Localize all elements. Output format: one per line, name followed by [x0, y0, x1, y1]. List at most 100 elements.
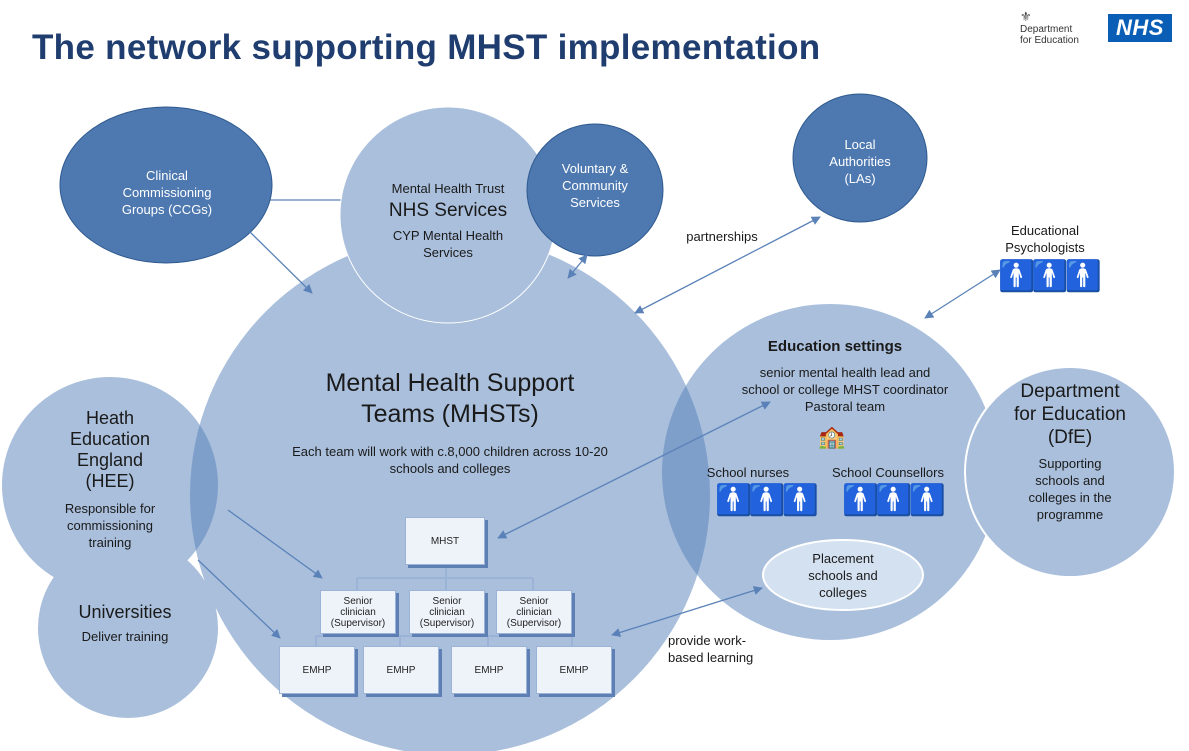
education-roles: senior mental health lead and school or … — [715, 364, 975, 415]
work-based-label: provide work- based learning — [668, 632, 788, 666]
education-circle — [662, 304, 998, 640]
senior-l2: clinician — [340, 606, 376, 618]
emhp-box: EMHP — [536, 646, 612, 694]
cyp-line2: Services — [423, 245, 473, 260]
senior-l3: (Supervisor) — [330, 617, 386, 629]
ccg-line3: Groups (CCGs) — [121, 202, 213, 217]
school-counsellors-label: School Counsellors — [831, 465, 944, 480]
person-icon: 🚹 — [715, 484, 752, 517]
dfe-desc2: schools and — [1035, 473, 1105, 488]
ed-psych-line2: Psychologists — [1005, 240, 1085, 255]
senior-l1: Senior — [519, 595, 549, 607]
hee-description: Responsible for commissioning training — [45, 500, 175, 551]
hee-title: Heath Education England (HEE) — [45, 408, 175, 492]
placement-ellipse — [762, 539, 924, 611]
education-line3: Pastoral team — [804, 399, 886, 414]
ccg-arrow — [249, 231, 313, 294]
nurses-person-group: 🚹🚹🚹 — [715, 484, 819, 517]
hee-line4: (HEE) — [85, 471, 135, 491]
partnerships-label: partnerships — [686, 229, 758, 244]
senior-l3: (Supervisor) — [419, 617, 475, 629]
hee-circle — [2, 377, 218, 593]
work-based-line2: based learning — [668, 650, 754, 665]
nhs-logo: NHS — [1108, 14, 1172, 42]
emhp-box: EMHP — [279, 646, 355, 694]
universities-title: Universities — [78, 602, 172, 622]
mhst-desc-line2: schools and colleges — [389, 461, 511, 476]
dfe-desc4: programme — [1036, 507, 1104, 522]
mhst-box: MHST — [405, 517, 485, 565]
senior-l2: clinician — [516, 606, 552, 618]
ed-psych-label: Educational Psychologists — [985, 222, 1105, 256]
person-icon: 🚹 — [781, 484, 819, 517]
dfe-logo-line2: for Education — [1020, 35, 1079, 46]
placement-label: Placement schools and colleges — [783, 550, 903, 601]
nhs-services-label: Mental Health Trust NHS Services CYP Men… — [358, 180, 538, 261]
la-line1: Local — [844, 137, 876, 152]
ccg-line1: Clinical — [146, 168, 188, 183]
voluntary-label: Voluntary & Community Services — [545, 160, 645, 211]
education-title: Education settings — [767, 338, 903, 355]
dfe-logo: ⚜ Department for Education — [1020, 10, 1100, 58]
universities-label: Universities Deliver training — [55, 600, 195, 645]
education-mhst-arrow — [497, 401, 771, 539]
hee-desc1: Responsible for — [64, 501, 156, 516]
senior-l2: clinician — [429, 606, 465, 618]
person-icon: 🚹 — [748, 484, 785, 517]
universities-desc: Deliver training — [81, 629, 169, 644]
dfe-desc3: colleges in the — [1028, 490, 1112, 505]
la-label: Local Authorities (LAs) — [810, 136, 910, 187]
emhp-box: EMHP — [451, 646, 527, 694]
senior-l1: Senior — [432, 595, 462, 607]
la-arrow — [634, 216, 821, 314]
person-icon: 🚹 — [875, 484, 912, 517]
ccg-label: Clinical Commissioning Groups (CCGs) — [112, 167, 222, 218]
education-line2: school or college MHST coordinator — [741, 382, 949, 397]
voluntary-line1: Voluntary & — [561, 161, 629, 176]
placement-line2: schools and — [808, 568, 878, 583]
placement-arrow — [611, 586, 763, 637]
dfe-title: Department for Education (DfE) — [1000, 380, 1140, 449]
placement-line1: Placement — [812, 551, 874, 566]
universities-arrow — [197, 559, 281, 639]
dfe-description: Supporting schools and colleges in the p… — [1010, 455, 1130, 523]
page-title: The network supporting MHST implementati… — [32, 28, 821, 67]
counsellors-person-group: 🚹🚹🚹 — [842, 484, 946, 517]
dfe-line3: (DfE) — [1047, 427, 1093, 448]
dfe-line2: for Education — [1014, 404, 1126, 425]
mhst-title-line1: Mental Health Support — [325, 369, 575, 397]
person-icon-group: 🚹🚹🚹 — [998, 260, 1102, 293]
cyp-line1: CYP Mental Health — [392, 228, 504, 243]
la-circle — [792, 93, 928, 223]
hee-line2: Education — [69, 429, 151, 449]
ed-psych-line1: Educational — [1011, 223, 1079, 238]
ccg-circle — [59, 106, 273, 264]
dfe-circle — [964, 366, 1176, 578]
universities-circle — [38, 538, 218, 718]
emhp-box: EMHP — [363, 646, 439, 694]
voluntary-line2: Community — [562, 178, 628, 193]
dfe-line1: Department — [1020, 381, 1120, 402]
hee-arrow — [227, 509, 323, 579]
senior-l1: Senior — [343, 595, 373, 607]
person-icon: 🚹 — [1064, 260, 1102, 293]
placement-line3: colleges — [819, 585, 867, 600]
voluntary-line3: Services — [570, 195, 620, 210]
dfe-logo-line1: Department — [1020, 24, 1073, 35]
school-nurses-label: School nurses — [706, 465, 790, 480]
hee-line1: Heath — [85, 408, 135, 428]
work-based-line1: provide work- — [668, 633, 747, 648]
hee-desc3: training — [88, 535, 132, 550]
edpsych-arrow — [924, 269, 1001, 319]
person-icon: 🚹 — [1031, 260, 1068, 293]
voluntary-circle — [526, 123, 664, 257]
crest-icon: ⚜ — [1020, 9, 1032, 24]
school-icon: 🏫 — [818, 424, 846, 449]
dfe-desc1: Supporting — [1038, 456, 1102, 471]
voluntary-arrow — [567, 254, 588, 279]
mhst-description: Each team will work with c.8,000 childre… — [250, 443, 650, 477]
la-line3: (LAs) — [844, 171, 876, 186]
